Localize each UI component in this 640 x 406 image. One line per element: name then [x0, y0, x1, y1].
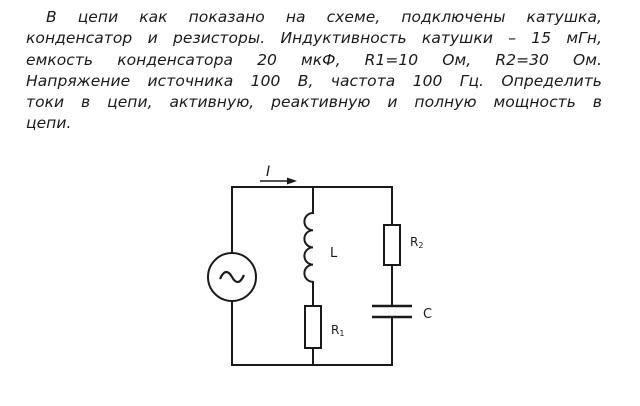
problem-line-3: емкость конденсатора 20 мкФ, R1=10 Ом, R… [26, 50, 602, 69]
current-arrow [260, 177, 297, 185]
problem-line-6: цепи. [26, 114, 72, 133]
resistor-r1 [304, 305, 322, 349]
problem-line-5: токи в цепи, активную, реактивную и полн… [26, 93, 602, 112]
inductor-label: L [330, 246, 338, 261]
resistor-r2 [383, 224, 401, 266]
ac-source-tilde-icon [218, 270, 246, 284]
problem-line-2: конденсатор и резисторы. Индуктивность к… [26, 29, 602, 48]
problem-line-4: Напряжение источника 100 В, частота 100 … [26, 71, 602, 90]
problem-statement: В цепи как показано на схеме, подключены… [26, 7, 602, 135]
resistor-r2-label: R2 [410, 235, 423, 250]
inductor-coil [303, 212, 314, 283]
top-wire [231, 186, 393, 226]
capacitor-label: C [423, 307, 432, 322]
current-label: I [266, 164, 270, 180]
problem-line-1: В цепи как показано на схеме, подключены… [46, 8, 602, 26]
resistor-r1-label: R1 [331, 323, 344, 338]
capacitor [372, 304, 412, 319]
